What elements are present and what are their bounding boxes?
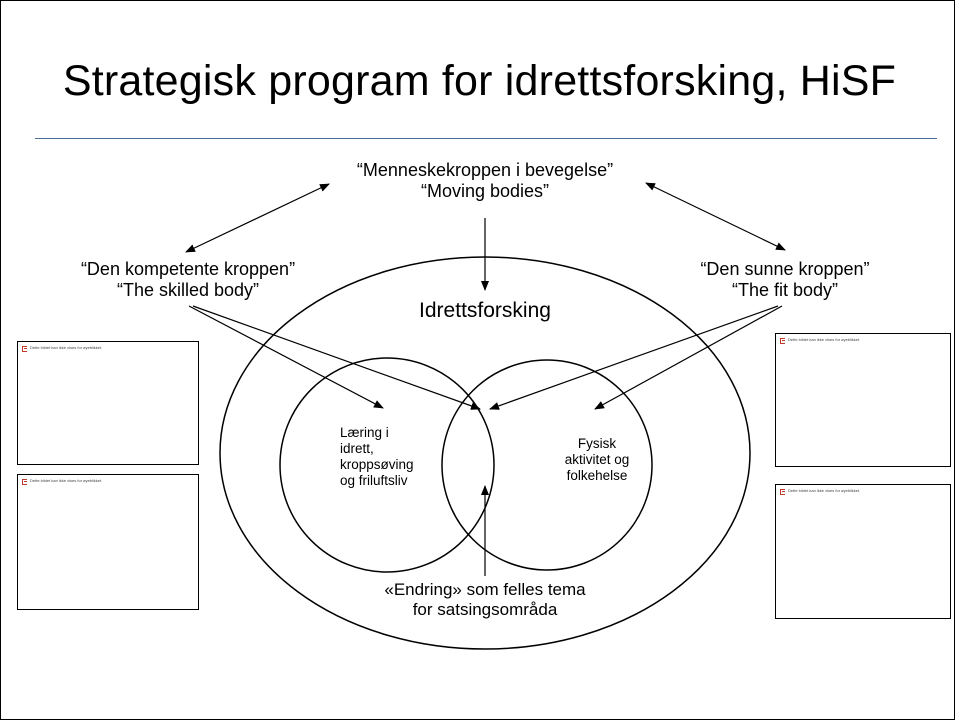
broken-image-icon xyxy=(780,489,785,495)
arrow-left-to-left-circle xyxy=(188,305,384,409)
title-divider xyxy=(35,138,937,139)
outer-ellipse-label: Idrettsforsking xyxy=(419,299,551,322)
broken-image-icon xyxy=(22,479,27,485)
image-placeholder-text: Dette bildet kan ikke vises for øyeblikk… xyxy=(788,488,861,493)
image-placeholder-text: Dette bildet kan ikke vises for øyeblikk… xyxy=(30,345,103,350)
image-placeholder-bottom-left: Dette bildet kan ikke vises for øyeblikk… xyxy=(17,474,199,610)
arrow-top-to-left xyxy=(185,183,330,253)
right-circle-line-3: folkehelse xyxy=(566,468,628,483)
right-circle-line-2: aktivitet og xyxy=(564,452,630,467)
bottom-theme-line-1: «Endring» som felles tema xyxy=(384,580,586,599)
left-circle-line-3: kroppsøving xyxy=(340,457,414,472)
right-concept-line-1: “Den sunne kroppen” xyxy=(700,259,870,279)
arrow-top-to-right xyxy=(645,182,786,251)
image-placeholder-top-right: Dette bildet kan ikke vises for øyeblikk… xyxy=(775,333,951,467)
right-circle-line-1: Fysisk xyxy=(577,436,617,451)
broken-image-icon xyxy=(22,346,27,352)
right-concept-line-2: “The fit body” xyxy=(731,280,839,300)
top-concept-label: “Menneskekroppen i bevegelse” “Moving bo… xyxy=(330,160,640,202)
slide-title: Strategisk program for idrettsforsking, … xyxy=(62,57,897,105)
image-placeholder-text: Dette bildet kan ikke vises for øyeblikk… xyxy=(30,478,103,483)
image-placeholder-text: Dette bildet kan ikke vises for øyeblikk… xyxy=(788,337,861,342)
top-concept-line-2: “Moving bodies” xyxy=(420,181,550,201)
broken-image-icon xyxy=(780,338,785,344)
right-circle xyxy=(441,359,653,571)
left-circle-label: Læring i idrett, kroppsøving og frilufts… xyxy=(340,425,440,489)
right-concept-label: “Den sunne kroppen” “The fit body” xyxy=(670,259,900,301)
top-concept-line-1: “Menneskekroppen i bevegelse” xyxy=(356,160,614,180)
left-circle xyxy=(279,357,495,573)
bottom-theme-line-2: for satsingsområda xyxy=(412,600,558,619)
left-circle-line-4: og friluftsliv xyxy=(340,473,408,488)
left-concept-line-2: “The skilled body” xyxy=(116,280,260,300)
image-placeholder-bottom-right: Dette bildet kan ikke vises for øyeblikk… xyxy=(775,484,951,619)
image-placeholder-top-left: Dette bildet kan ikke vises for øyeblikk… xyxy=(17,341,199,465)
bottom-theme-label: «Endring» som felles tema for satsingsom… xyxy=(345,580,625,620)
left-circle-line-2: idrett, xyxy=(340,441,374,456)
arrow-right-to-intersection xyxy=(489,305,779,410)
left-concept-line-1: “Den kompetente kroppen” xyxy=(80,259,296,279)
arrow-right-to-right-circle xyxy=(594,305,783,410)
left-concept-label: “Den kompetente kroppen” “The skilled bo… xyxy=(58,259,318,301)
arrow-left-to-intersection xyxy=(192,305,481,410)
right-circle-label: Fysisk aktivitet og folkehelse xyxy=(547,436,647,484)
left-circle-line-1: Læring i xyxy=(340,425,389,440)
